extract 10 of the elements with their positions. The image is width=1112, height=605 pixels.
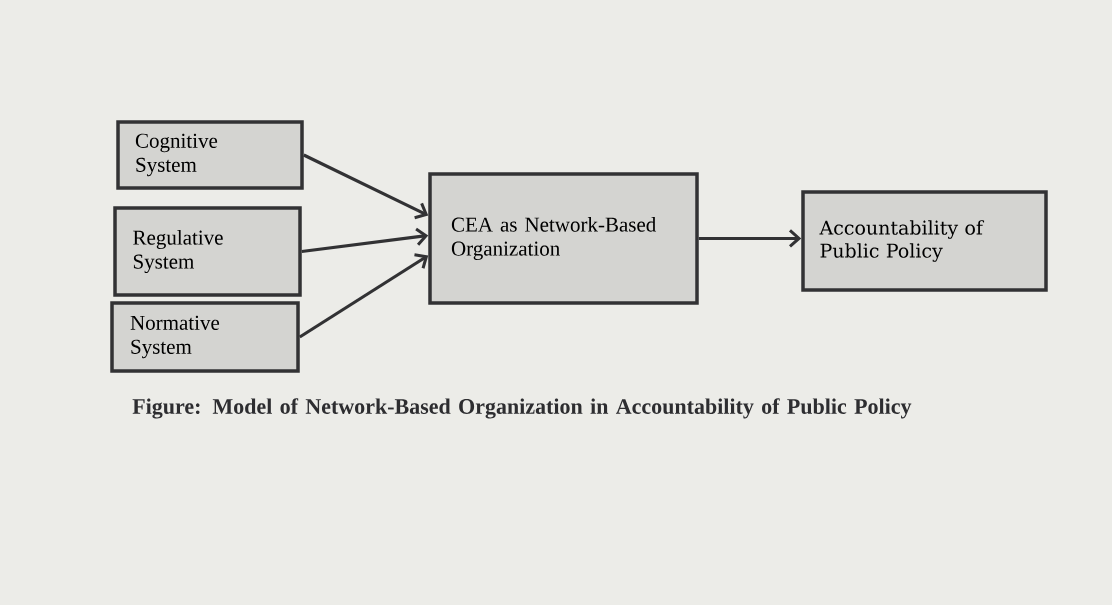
process-box: Cognitive System: [116, 120, 304, 190]
process-box: CEA as Network-Based Organization: [428, 172, 699, 305]
arrow: [303, 153, 429, 220]
figure-caption: Figure: Model of Network-Based Organization in Accountability of Public Policy: [132, 398, 912, 419]
process-box: Normative System: [110, 301, 300, 373]
process-box: Accountability of Public Policy: [801, 190, 1048, 292]
arrow: [698, 229, 802, 248]
arrow: [301, 227, 429, 254]
process-box: Regulative System: [113, 206, 302, 297]
arrow: [298, 253, 429, 339]
